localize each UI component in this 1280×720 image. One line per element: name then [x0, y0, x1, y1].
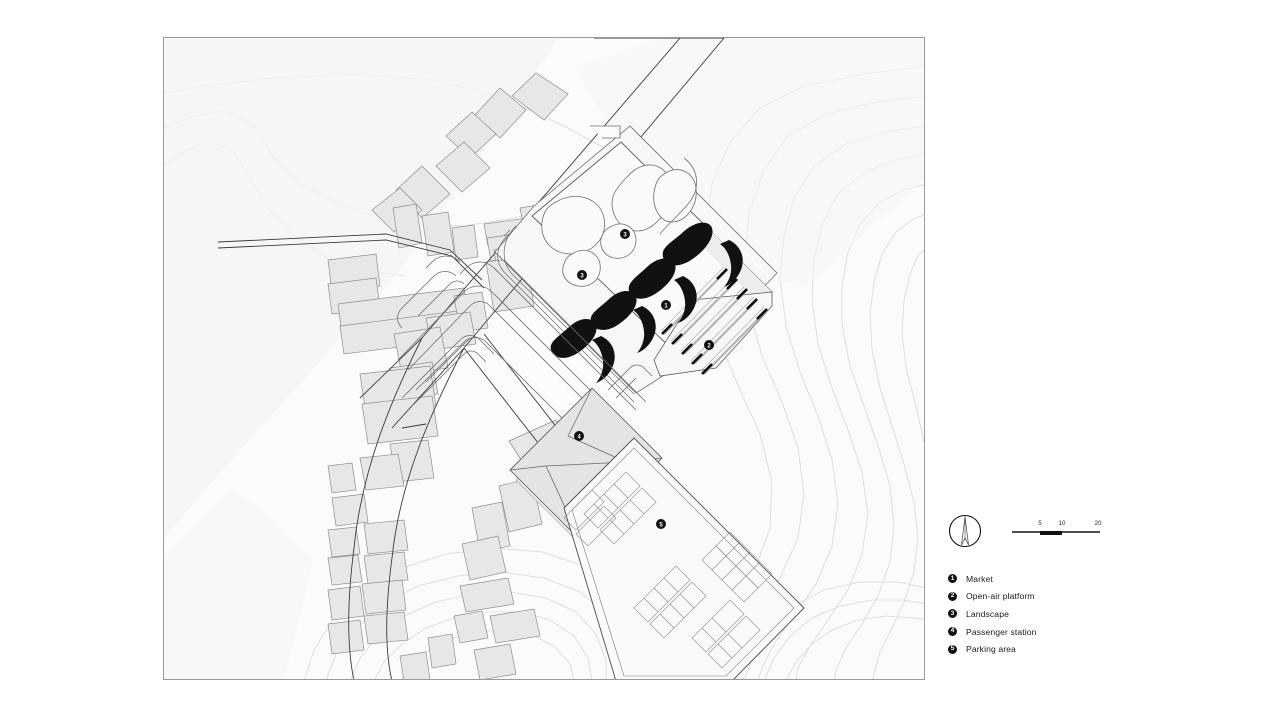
plan-marker-market: 1: [661, 300, 671, 310]
plan-marker-parking-number: 5: [659, 522, 663, 528]
tree-canopies: [550, 222, 713, 358]
landscape-pod-northeast: [653, 169, 697, 223]
legend-list: 1 Market 2 Open-air platform 3 Landscape…: [948, 570, 1148, 658]
north-arrow-icon: [948, 514, 982, 548]
landscape-pod-west: [541, 195, 605, 255]
parking-area: [563, 437, 805, 679]
legend-marker-4: 4: [948, 627, 957, 637]
plan-marker-parking: 5: [656, 519, 666, 529]
legend-label-open-air-platform: Open-air platform: [966, 591, 1035, 602]
plan-marker-platform-number: 2: [707, 343, 711, 349]
scale-tick-20: 20: [1095, 520, 1102, 527]
legend-label-passenger-station: Passenger station: [966, 626, 1037, 637]
parking-bays-s: [691, 599, 761, 669]
open-air-platform: [653, 266, 773, 377]
legend-label-parking-area: Parking area: [966, 644, 1016, 655]
plan-markers: 1 2 3 3 4: [574, 229, 714, 529]
legend-item-landscape: 3 Landscape: [948, 605, 1148, 623]
legend-item-parking-area: 5 Parking area: [948, 640, 1148, 658]
parking-bays-ne: [701, 531, 773, 603]
market-plot: [494, 125, 778, 403]
market-walkways: [497, 225, 635, 403]
parking-parcel: [563, 437, 805, 679]
parking-bays-edge: [563, 489, 617, 547]
landscape-pod-southwest: [562, 250, 601, 287]
legend-marker-1: 1: [948, 574, 957, 584]
plan-marker-platform: 2: [704, 340, 714, 350]
parking-bays-nw: [583, 471, 657, 545]
legend-panel: 5 10 20 1 Market 2 Open-air platform 3 L…: [948, 508, 1148, 658]
legend-marker-3: 3: [948, 609, 957, 619]
scale-tick-10: 10: [1059, 520, 1066, 527]
plan-marker-landscape-west: 3: [577, 270, 587, 280]
plan-marker-market-number: 1: [664, 303, 668, 309]
plan-marker-station: 4: [574, 431, 584, 441]
plan-marker-landscape-north-number: 3: [623, 232, 627, 238]
compass-and-scale: 5 10 20: [948, 508, 1148, 564]
scale-bar: 5 10 20: [1012, 520, 1102, 535]
passenger-station: [509, 387, 665, 549]
legend-item-passenger-station: 4 Passenger station: [948, 623, 1148, 641]
scale-tick-5: 5: [1038, 520, 1042, 527]
landscape-pod-north: [611, 164, 672, 232]
plan-drawing-frame: 1 2 3 3 4: [163, 37, 925, 680]
landscape-path-curve: [659, 157, 697, 235]
central-plaza: [397, 255, 653, 507]
legend-marker-2: 2: [948, 591, 957, 601]
legend-item-market: 1 Market: [948, 570, 1148, 588]
plan-marker-landscape-west-number: 3: [580, 273, 584, 279]
landscape-elements: [541, 157, 743, 383]
legend-label-landscape: Landscape: [966, 608, 1009, 619]
plan-marker-station-number: 4: [577, 434, 581, 440]
site-plan-drawing: 1 2 3 3 4: [164, 38, 924, 679]
plan-marker-landscape-north: 3: [620, 229, 630, 239]
legend-marker-5: 5: [948, 644, 957, 654]
legend-item-open-air-platform: 2 Open-air platform: [948, 588, 1148, 606]
legend-label-market: Market: [966, 573, 993, 584]
parking-bays-sw: [633, 565, 707, 639]
